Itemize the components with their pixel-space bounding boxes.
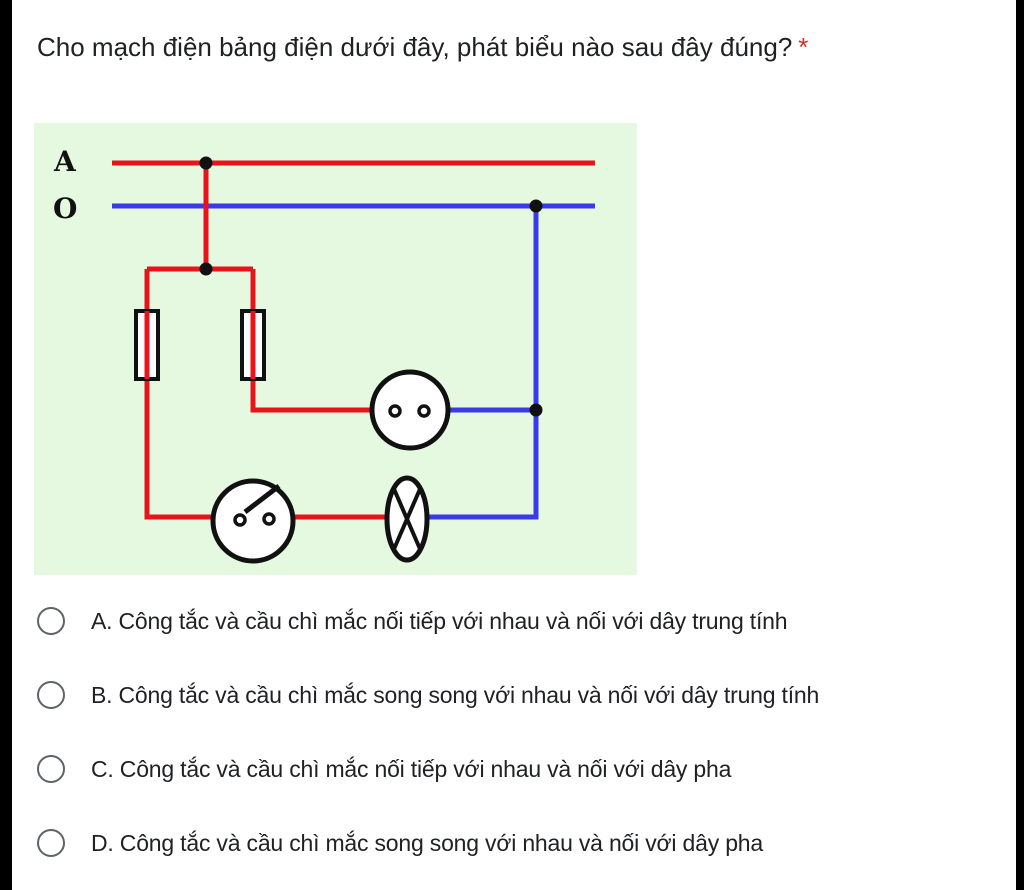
option-label: C. Công tắc và cầu chì mắc nối tiếp với …	[91, 755, 732, 782]
option-a[interactable]: A. Công tắc và cầu chì mắc nối tiếp với …	[37, 601, 997, 641]
neutral-drop-wire	[426, 206, 539, 520]
option-label: D. Công tắc và cầu chì mắc song song với…	[91, 829, 763, 856]
switch-icon	[210, 478, 296, 564]
circuit-svg: A O	[34, 123, 637, 575]
neutral-label: O	[53, 192, 77, 225]
radio-button-icon[interactable]	[37, 829, 65, 857]
diagram-background	[34, 123, 637, 575]
option-b[interactable]: B. Công tắc và cầu chì mắc song song với…	[37, 675, 997, 715]
radio-button-icon[interactable]	[37, 755, 65, 783]
form-page: Cho mạch điện bảng điện dưới đây, phát b…	[12, 0, 1016, 890]
required-marker: *	[798, 32, 809, 62]
socket-icon	[369, 369, 451, 451]
option-label: A. Công tắc và cầu chì mắc nối tiếp với …	[91, 607, 788, 634]
junction-dot	[199, 156, 213, 170]
neutral-wires	[112, 203, 595, 520]
option-label: B. Công tắc và cầu chì mắc song song với…	[91, 681, 820, 708]
radio-button-icon[interactable]	[37, 607, 65, 635]
junction-dots	[199, 156, 543, 417]
junction-dot	[529, 403, 543, 417]
question-title: Cho mạch điện bảng điện dưới đây, phát b…	[37, 30, 808, 64]
circuit-diagram: A O	[34, 123, 637, 575]
fuse-icon	[240, 309, 266, 381]
question-text: Cho mạch điện bảng điện dưới đây, phát b…	[37, 32, 793, 62]
radio-button-icon[interactable]	[37, 681, 65, 709]
phase-label: A	[53, 145, 77, 178]
lamp-icon	[384, 475, 430, 563]
option-c[interactable]: C. Công tắc và cầu chì mắc nối tiếp với …	[37, 749, 997, 789]
option-d[interactable]: D. Công tắc và cầu chì mắc song song với…	[37, 823, 997, 863]
junction-dot	[529, 199, 543, 213]
junction-dot	[199, 262, 213, 276]
fuse-icon	[134, 309, 160, 381]
